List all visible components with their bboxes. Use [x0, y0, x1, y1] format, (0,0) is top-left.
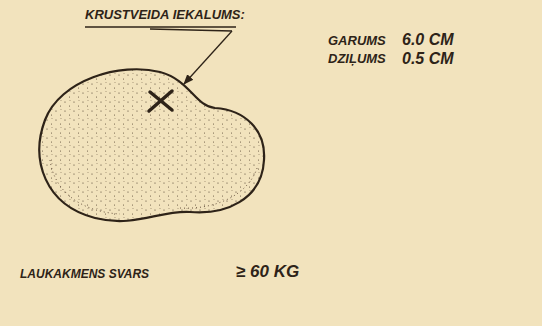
title-underline: [85, 26, 236, 28]
stone-shading: [50, 160, 258, 214]
callout-title: KRUSTVEIDA IEKALUMS:: [85, 8, 245, 22]
stone-outline: [39, 69, 264, 221]
dimension-name: GARUMS: [328, 34, 386, 48]
leader-line: [150, 29, 232, 31]
weight-value: ≥ 60 KG: [236, 263, 299, 282]
dimension-value: 6.0 CM: [402, 31, 454, 49]
weight-label: LAUKAKMENS SVARS: [20, 268, 149, 281]
dimension-value: 0.5 CM: [402, 50, 454, 68]
leader-arrow: [184, 31, 232, 84]
cross-mark: [149, 91, 172, 111]
dimension-name: DZIĻUMS: [328, 52, 386, 66]
